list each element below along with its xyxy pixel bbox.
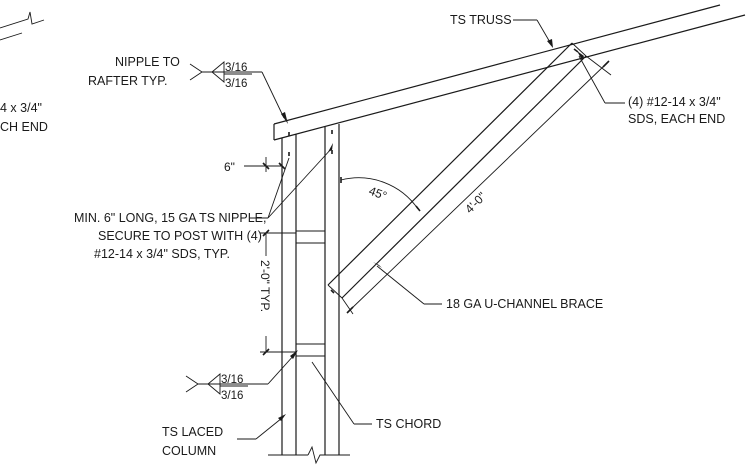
leader-lines <box>237 19 625 440</box>
brace-end-screws-label-2: SDS, EACH END <box>628 112 725 126</box>
ts-nipple-label-3: #12-14 x 3/4" SDS, TYP. <box>94 247 230 261</box>
u-channel-label: 18 GA U-CHANNEL BRACE <box>446 297 603 311</box>
break-symbol-top-left <box>0 11 45 41</box>
nipple-to-rafter-label-2: RAFTER TYP. <box>88 74 167 88</box>
weld-top-size-2: 3/16 <box>225 78 247 90</box>
weld-symbol-top <box>189 61 288 124</box>
weld-bottom-size-2: 3/16 <box>221 390 243 402</box>
ts-laced-column <box>281 124 340 455</box>
annotations: TS TRUSS 3/16 3/16 NIPPLE TO RAFTER TYP.… <box>0 13 725 458</box>
nipple-to-rafter-label-1: NIPPLE TO <box>115 55 180 69</box>
break-symbol-bottom <box>268 445 350 465</box>
brace-end-screws-label-1: (4) #12-14 x 3/4" <box>628 95 721 109</box>
ts-nipple-label-1: MIN. 6" LONG, 15 GA TS NIPPLE, <box>74 211 266 225</box>
six-inch-dimension <box>244 157 286 172</box>
laced-column-label-1: TS LACED <box>162 425 223 439</box>
ts-truss <box>273 4 746 141</box>
spacing-dimension-label: 2'-0" TYP. <box>258 260 272 312</box>
brace-length-label: 4'-0" <box>462 189 489 216</box>
angle-45-label: 45° <box>367 184 389 203</box>
six-inch-label: 6" <box>224 160 235 174</box>
ts-nipple-label-2: SECURE TO POST WITH (4) <box>98 229 262 243</box>
angle-45-dimension <box>340 177 421 212</box>
weld-bottom-size-1: 3/16 <box>221 374 243 386</box>
brace-length-dimension <box>341 55 612 315</box>
spacing-dimension: 2'-0" TYP. <box>258 229 296 356</box>
u-channel-brace <box>327 42 587 299</box>
weld-symbol-bottom <box>185 350 298 395</box>
partial-left-label-1: 4 x 3/4" <box>0 101 42 115</box>
ts-truss-label: TS TRUSS <box>450 13 512 27</box>
weld-top-size-1: 3/16 <box>225 62 247 74</box>
laced-column-label-2: COLUMN <box>162 444 216 458</box>
partial-left-label-2: CH END <box>0 120 48 134</box>
ts-chord-label: TS CHORD <box>376 417 441 431</box>
